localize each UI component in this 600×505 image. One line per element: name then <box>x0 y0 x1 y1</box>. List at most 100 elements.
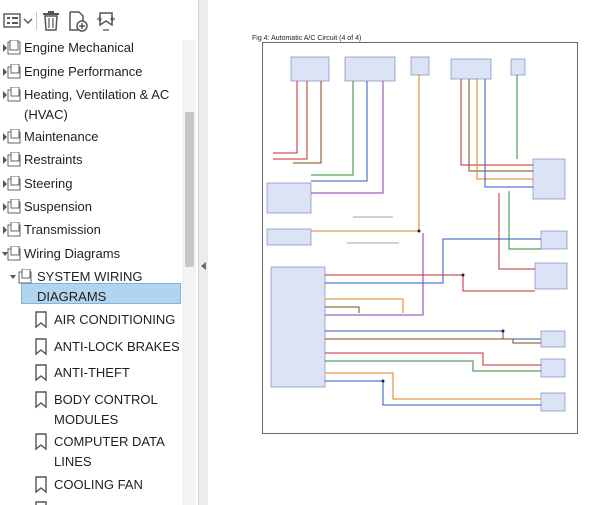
expand-arrow-icon[interactable] <box>1 40 9 58</box>
tree-item-engine-mechanical[interactable]: Engine Mechanical <box>0 40 182 58</box>
tree-item-label: Transmission <box>24 222 101 237</box>
tree-item-label: ANTI-THEFT <box>54 365 130 380</box>
tree-scrollbar[interactable] <box>182 40 196 505</box>
tree-item-label: Steering <box>24 176 73 191</box>
tree-item-label: COMPUTER DATA <box>54 434 165 449</box>
wire-brown <box>468 79 533 172</box>
splice-dot <box>501 329 505 333</box>
tree-child-partial[interactable] <box>0 500 182 505</box>
tree-child-body-control-modules[interactable]: BODY CONTROL MODULES <box>0 390 182 430</box>
bookmark-icon <box>6 198 22 215</box>
tree-item-system-wiring-diagrams[interactable]: SYSTEM WIRING DIAGRAMS <box>0 267 182 307</box>
tree-item-steering[interactable]: Steering <box>0 174 182 194</box>
tree-item-hvac[interactable]: Heating, Ventilation & AC (HVAC) <box>0 85 182 125</box>
component-block <box>266 182 312 214</box>
sensor-block <box>540 392 566 412</box>
tree-item-label-line2: (HVAC) <box>24 107 68 122</box>
collapse-arrow-icon[interactable] <box>1 244 9 264</box>
toolbar-separator <box>36 12 37 30</box>
wire-brown <box>325 306 360 313</box>
wire-orange <box>325 372 541 400</box>
tree-scrollbar-thumb[interactable] <box>185 112 194 267</box>
bookmark-icon <box>6 151 22 168</box>
tree-item-wiring-diagrams[interactable]: Wiring Diagrams <box>0 244 182 264</box>
wire-blue <box>325 330 541 340</box>
wire-blue <box>325 238 541 284</box>
tree-item-suspension[interactable]: Suspension <box>0 197 182 217</box>
wire-violet <box>311 81 384 194</box>
tree-item-label: Maintenance <box>24 129 99 144</box>
wire-red <box>325 274 535 292</box>
expand-arrow-icon[interactable] <box>1 62 9 82</box>
wire-orange <box>311 75 420 232</box>
expand-arrow-icon[interactable] <box>1 150 9 170</box>
tree-item-label: Wiring Diagrams <box>24 246 121 261</box>
bookmark-icon <box>6 221 22 238</box>
component-block <box>534 262 568 290</box>
bookmark-ribbon-icon <box>33 311 49 329</box>
splice-dot <box>461 273 465 277</box>
fuse-block <box>410 56 430 76</box>
component-block <box>266 228 312 246</box>
tree-child-anti-lock-brakes[interactable]: ANTI-LOCK BRAKES <box>0 337 182 357</box>
wire-red <box>460 79 533 166</box>
tree-child-computer-data-lines[interactable]: COMPUTER DATA LINES <box>0 432 182 472</box>
expand-arrow-icon[interactable] <box>1 127 9 147</box>
bookmarks-toolbar <box>0 0 198 40</box>
expand-arrow-icon[interactable] <box>1 174 9 194</box>
bookmarks-pane: Engine Mechanical Engine Performance Hea… <box>0 0 198 505</box>
wire-blue <box>311 81 368 182</box>
collapse-pane-icon[interactable] <box>201 262 206 270</box>
component-block <box>540 230 568 250</box>
selection-highlight <box>21 283 181 304</box>
wiring-diagram-drawing <box>266 56 568 412</box>
wire-orange <box>325 298 404 313</box>
fuse-block <box>510 58 526 76</box>
add-bookmark-icon[interactable] <box>66 9 90 33</box>
expand-bookmark-icon[interactable] <box>94 9 118 33</box>
bookmark-icon <box>6 63 22 80</box>
splice-dot <box>417 229 421 233</box>
tree-item-transmission[interactable]: Transmission <box>0 220 182 240</box>
list-options-icon[interactable] <box>2 9 36 33</box>
relay-block <box>344 56 396 82</box>
tree-child-air-conditioning[interactable]: AIR CONDITIONING <box>0 310 182 330</box>
bookmark-ribbon-icon <box>33 338 49 356</box>
wiring-diagram <box>262 42 578 434</box>
tree-item-label: Suspension <box>24 199 92 214</box>
control-module-block <box>270 266 326 388</box>
expand-arrow-icon[interactable] <box>1 220 9 240</box>
tree-item-label-line2: LINES <box>54 454 92 469</box>
tree-item-label: BODY CONTROL <box>54 392 158 407</box>
bookmark-icon <box>6 86 22 103</box>
wire-brown <box>325 338 541 344</box>
tree-item-label: ANTI-LOCK BRAKES <box>54 339 180 354</box>
bookmark-icon <box>6 175 22 192</box>
figure-caption: Fig 4: Automatic A/C Circuit (4 of 4) <box>252 35 362 42</box>
wire-orange <box>476 79 533 180</box>
tree-child-cooling-fan[interactable]: COOLING FAN <box>0 475 182 495</box>
pane-splitter[interactable] <box>198 0 208 505</box>
wire-red <box>273 81 308 160</box>
tree-item-maintenance[interactable]: Maintenance <box>0 127 182 147</box>
tree-item-engine-performance[interactable]: Engine Performance <box>0 62 182 82</box>
tree-item-label: Heating, Ventilation & AC <box>24 87 170 102</box>
tree-item-label: Restraints <box>24 152 83 167</box>
bookmark-ribbon-icon <box>33 433 49 451</box>
wire-violet <box>325 233 424 316</box>
tree-item-restraints[interactable]: Restraints <box>0 150 182 170</box>
tree-item-label: COOLING FAN <box>54 477 143 492</box>
tree-child-anti-theft[interactable]: ANTI-THEFT <box>0 363 182 383</box>
wire-red <box>273 81 298 154</box>
trash-icon[interactable] <box>40 9 62 33</box>
component-block <box>532 158 566 200</box>
fuse-block <box>450 58 492 80</box>
expand-arrow-icon[interactable] <box>1 85 9 105</box>
tree-item-label: Engine Mechanical <box>24 40 134 55</box>
sensor-block <box>540 330 566 348</box>
expand-arrow-icon[interactable] <box>1 197 9 217</box>
wire-blue <box>325 380 541 406</box>
bookmark-icon <box>6 128 22 145</box>
collapse-arrow-icon[interactable] <box>9 267 17 287</box>
tree-item-label: Engine Performance <box>24 64 143 79</box>
